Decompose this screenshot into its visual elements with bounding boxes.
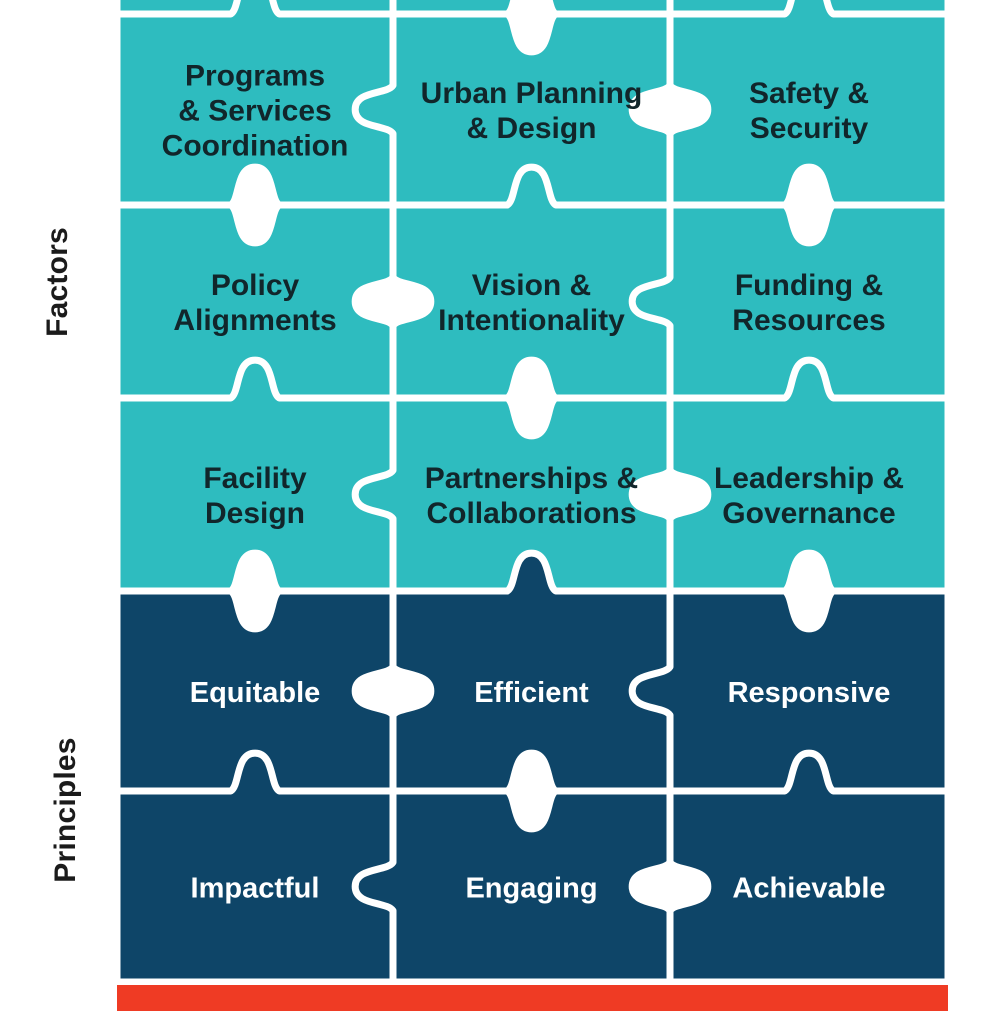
factor-piece-safety-security[interactable] xyxy=(666,0,952,209)
principle-piece-engaging[interactable] xyxy=(351,787,674,986)
factor-piece-leadership-governance[interactable] xyxy=(666,356,952,595)
accent-bar xyxy=(117,985,948,1011)
principle-piece-achievable[interactable] xyxy=(666,749,952,986)
